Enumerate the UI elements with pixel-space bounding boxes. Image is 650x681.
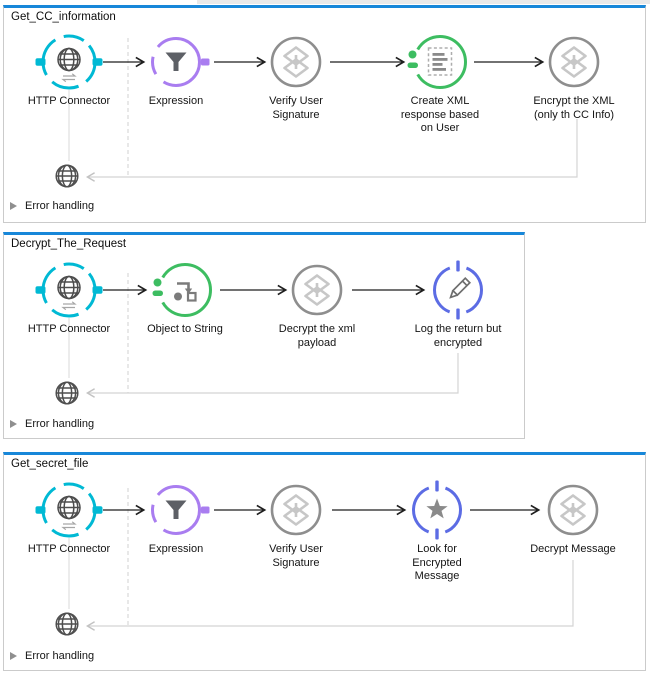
error-source-globe-icon[interactable] <box>54 611 80 637</box>
node-log-return-encrypted[interactable]: Log the return but encrypted <box>398 256 518 350</box>
flow-title: Decrypt_The_Request <box>11 238 127 250</box>
processor-diamond-icon <box>283 494 309 526</box>
processor-diamond-icon <box>304 274 330 306</box>
response-return-line <box>85 560 574 631</box>
node-http-connector[interactable]: HTTP Connector <box>9 28 129 109</box>
error-source-globe-icon[interactable] <box>54 163 80 189</box>
document-lines-icon <box>427 47 453 76</box>
filter-funnel-icon <box>165 52 187 71</box>
node-label: HTTP Connector <box>27 95 111 107</box>
flow-connections <box>68 273 459 398</box>
node-label: Decrypt the xml payload <box>278 323 356 349</box>
node-create-xml-response[interactable]: Create XML response based on User <box>380 28 500 136</box>
processor-ring <box>270 36 322 88</box>
exchange-arrows-icon <box>61 521 77 531</box>
http-connector-ring <box>35 262 103 318</box>
pencil-icon <box>449 276 472 299</box>
collapse-triangle-icon[interactable] <box>10 652 17 660</box>
flow-title: Get_secret_file <box>11 458 89 470</box>
node-label: Verify User Signature <box>269 95 323 121</box>
response-return-line <box>85 119 578 182</box>
collapse-triangle-icon[interactable] <box>10 202 17 210</box>
error-handling-section[interactable]: Error handling <box>10 200 94 212</box>
node-label: HTTP Connector <box>27 543 111 555</box>
globe-icon <box>57 495 81 520</box>
node-label: Expression <box>148 95 204 107</box>
node-http-connector[interactable]: HTTP Connector <box>9 256 129 337</box>
filter-funnel-icon <box>165 500 187 519</box>
node-verify-user-signature[interactable]: Verify User Signature <box>236 28 356 122</box>
processor-ring <box>548 36 600 88</box>
star-icon <box>426 498 448 519</box>
node-label: Object to String <box>147 323 223 335</box>
node-expression[interactable]: Expression <box>116 28 236 109</box>
expression-ring <box>151 37 210 87</box>
node-label: Encrypt the XML (only th CC Info) <box>533 95 615 121</box>
node-label: Decrypt Message <box>530 543 616 555</box>
component-ring <box>412 480 462 540</box>
processor-diamond-icon <box>561 46 587 78</box>
flow-connections <box>68 488 574 631</box>
logger-ring <box>433 260 483 320</box>
node-verify-user-signature[interactable]: Verify User Signature <box>236 476 356 570</box>
processor-diamond-icon <box>283 46 309 78</box>
node-http-connector[interactable]: HTTP Connector <box>9 476 129 557</box>
http-connector-ring <box>35 482 103 538</box>
node-label: Verify User Signature <box>269 543 323 569</box>
flow-container-get-secret-file[interactable]: Get_secret_file HTTP Connector <box>3 452 646 671</box>
globe-icon <box>57 47 81 72</box>
flow-container-get-cc-information[interactable]: Get_CC_information HTTP Connector <box>3 5 646 223</box>
error-handling-label: Error handling <box>25 200 95 212</box>
globe-icon <box>57 275 81 300</box>
node-object-to-string[interactable]: Object to String <box>125 256 245 337</box>
processor-ring <box>291 264 343 316</box>
node-encrypt-xml[interactable]: Encrypt the XML (only th CC Info) <box>514 28 634 122</box>
response-return-line <box>85 353 459 398</box>
error-handling-label: Error handling <box>25 650 95 662</box>
processor-diamond-icon <box>560 494 586 526</box>
error-handling-section[interactable]: Error handling <box>10 418 94 430</box>
node-look-for-encrypted-message[interactable]: Look for Encrypted Message <box>377 476 497 584</box>
expression-ring <box>151 485 210 535</box>
transform-arrow-icon <box>174 282 197 302</box>
collapse-triangle-icon[interactable] <box>10 420 17 428</box>
flow-connections <box>68 38 578 182</box>
node-label: HTTP Connector <box>27 323 111 335</box>
http-connector-ring <box>35 34 103 90</box>
flow-title: Get_CC_information <box>11 11 116 23</box>
error-handling-label: Error handling <box>25 418 95 430</box>
processor-ring <box>547 484 599 536</box>
error-source-globe-icon[interactable] <box>54 380 80 406</box>
node-label: Look for Encrypted Message <box>412 543 462 582</box>
node-label: Log the return but encrypted <box>414 323 502 349</box>
transformer-ring <box>152 263 212 317</box>
processor-ring <box>270 484 322 536</box>
node-expression[interactable]: Expression <box>116 476 236 557</box>
node-label: Expression <box>148 543 204 555</box>
node-decrypt-xml-payload[interactable]: Decrypt the xml payload <box>257 256 377 350</box>
node-decrypt-message[interactable]: Decrypt Message <box>513 476 633 557</box>
flow-container-decrypt-the-request[interactable]: Decrypt_The_Request HTTP Connector <box>3 232 525 439</box>
error-handling-section[interactable]: Error handling <box>10 650 94 662</box>
top-edge-strip <box>197 0 650 4</box>
node-label: Create XML response based on User <box>400 95 480 134</box>
transformer-ring <box>407 35 467 89</box>
exchange-arrows-icon <box>61 301 77 311</box>
exchange-arrows-icon <box>61 73 77 83</box>
